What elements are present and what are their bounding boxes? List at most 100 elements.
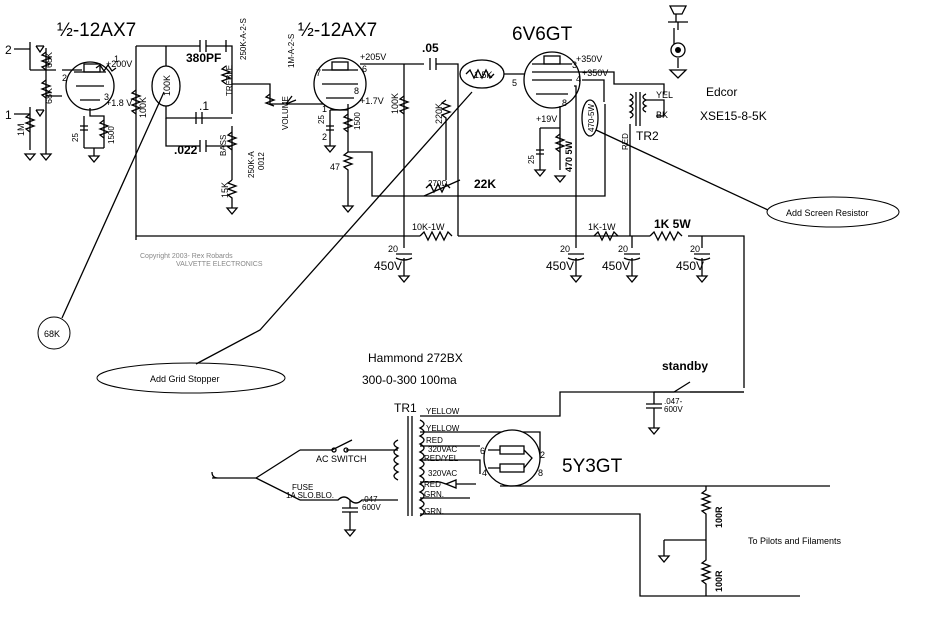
callout-screen-resistor [766, 196, 900, 228]
fil-r-top: 100R [714, 506, 724, 528]
v1b-pin1: 1 [322, 104, 327, 114]
v1a-pin1: 1 [114, 54, 119, 64]
v1a-pin2: 2 [62, 73, 67, 83]
ground-icon [625, 275, 639, 284]
v1b-pin8: 8 [354, 86, 359, 96]
input-jack-2-icon [14, 42, 45, 70]
callout-grid-text: Add Grid Stopper [150, 374, 220, 384]
v2-cap-label: 25 [527, 155, 536, 164]
cap-022-label: .022 [174, 143, 198, 157]
mains-plug-icon [211, 449, 301, 479]
r-220k-label: 220K [434, 103, 444, 124]
cathode-cap [80, 125, 88, 131]
cap1-voltage: 450V [374, 259, 402, 273]
ground-icon [668, 69, 688, 79]
ground-icon [533, 169, 567, 184]
nfb-22k-label: 22K [474, 177, 496, 191]
tube-5y3gt-label: 5Y3GT [562, 456, 623, 477]
ground-icon [397, 275, 411, 284]
cap-380pf [199, 40, 207, 52]
screen-resistor-label: 470-5W [587, 104, 596, 132]
v1a-cap-label: 25 [71, 133, 80, 142]
volume-label: VOLUME [281, 96, 290, 130]
bass-label: BASS [219, 135, 228, 156]
v2-plate-v1: +350V [576, 54, 602, 64]
ground-icon [23, 153, 53, 162]
opt-make: Edcor [706, 85, 737, 99]
cap2-value: 20 [560, 244, 570, 254]
plate-load-label: 100K [138, 97, 148, 118]
pt-vac1: 320VAC [428, 445, 457, 454]
filter-cap-1: 20 450V [374, 244, 413, 284]
pt-yellow2: YELLOW [426, 424, 460, 433]
cap3-value: 20 [618, 244, 628, 254]
resistor-68k-top [40, 51, 52, 71]
r-68k-bot-label: 68K [44, 88, 54, 104]
input-2-label: 2 [5, 43, 12, 57]
copyright-line2: VALVETTE ELECTRONICS [176, 261, 263, 268]
slope-resistor-bulb [151, 65, 181, 107]
v1b-pin7: 7 [316, 68, 321, 78]
callout-68k [37, 316, 71, 350]
tube-v1b-label: ½-12AX7 [298, 20, 377, 41]
rect-pin8: 8 [538, 468, 543, 478]
v2-pin5: 5 [512, 78, 517, 88]
b-plus-supply: 10K-1W 1K-1W 1K 5W [136, 217, 745, 388]
r-10k-label: 10K-1W [412, 222, 445, 232]
pt-designator: TR1 [394, 401, 417, 415]
tube-6v6-label: 6V6GT [512, 24, 573, 45]
ground-icon [647, 427, 661, 436]
v1a-rk-label: 1500 [107, 126, 116, 144]
cap4-voltage: 450V [676, 259, 704, 273]
rect-pin2: 2 [540, 450, 545, 460]
rect-pin6: 6 [480, 446, 485, 456]
v2-cathode-v: +19V [536, 114, 557, 124]
tone-stack: 380PF 100K 100K 250K-A-2-S TREBLE .1 .02… [130, 18, 326, 240]
pt-make: Hammond 272BX [368, 351, 463, 365]
screen-resistor-bulb [581, 99, 599, 137]
power-supply: Hammond 272BX 300-0-300 100ma TR1 YELLOW… [211, 351, 842, 597]
second-stage: ½-12AX7 7 6 8 +205V +1.7V 25 1500 1 2 47… [298, 20, 606, 236]
ground-icon [87, 155, 101, 164]
volume-wiper-icon [285, 95, 297, 105]
resistor-68k-bottom [40, 79, 52, 99]
standby-cap: .047- [664, 397, 683, 406]
cap-380pf-label: 380PF [186, 51, 221, 65]
input-stage: 2 1 68K 68K 1M ½-12AX7 2 1 3 +200V +1.8 … [5, 20, 136, 164]
power-transformer [407, 416, 413, 516]
pt-red1: RED [426, 436, 443, 445]
v1b-pin2: 2 [322, 132, 327, 142]
opt-lead-red: RED [621, 133, 630, 150]
pt-red2: RED [424, 480, 441, 489]
ground-icon [569, 275, 583, 284]
v1b-cathode-voltage: +1.7V [360, 96, 384, 106]
filter-cap-2: 20 450V [546, 244, 585, 284]
speaker-jack-icon [670, 42, 686, 58]
opt-lead-yel: YEL [656, 90, 673, 100]
cap3-voltage: 450V [602, 259, 630, 273]
input-1-label: 1 [5, 108, 12, 122]
filter-cap-3: 20 450V [602, 244, 641, 284]
v1a-pin3: 3 [104, 92, 109, 102]
standby-switch [654, 381, 744, 393]
v1a-cathode-voltage: +1.8 V [106, 98, 132, 108]
fuse-label: FUSE [292, 483, 313, 492]
fil-r-bot: 100R [714, 570, 724, 592]
pt-grn2: GRN. [424, 507, 444, 516]
r-1k5w-label: 1K 5W [654, 217, 691, 231]
ground-icon [343, 529, 357, 538]
output-stage: 6V6GT +350V +350V 3 4 8 +19V 25 470 5W 4… [423, 5, 767, 236]
resistor-1m [24, 113, 36, 133]
cap4-value: 20 [690, 244, 700, 254]
output-transformer [628, 92, 648, 126]
v1b-rk-label: 1500 [353, 112, 362, 130]
slope-100k-label: 100K [162, 75, 172, 96]
volume-pot-label: 1M-A-2-S [287, 34, 296, 68]
ground-icon [225, 207, 239, 216]
v1b-cap-label: 25 [317, 115, 326, 124]
opt-designator: TR2 [636, 129, 659, 143]
treble-pot-label: 250K-A-2-S [239, 18, 248, 60]
filaments-label: To Pilots and Filaments [748, 536, 842, 546]
r-1m-label: 1M [16, 123, 26, 136]
